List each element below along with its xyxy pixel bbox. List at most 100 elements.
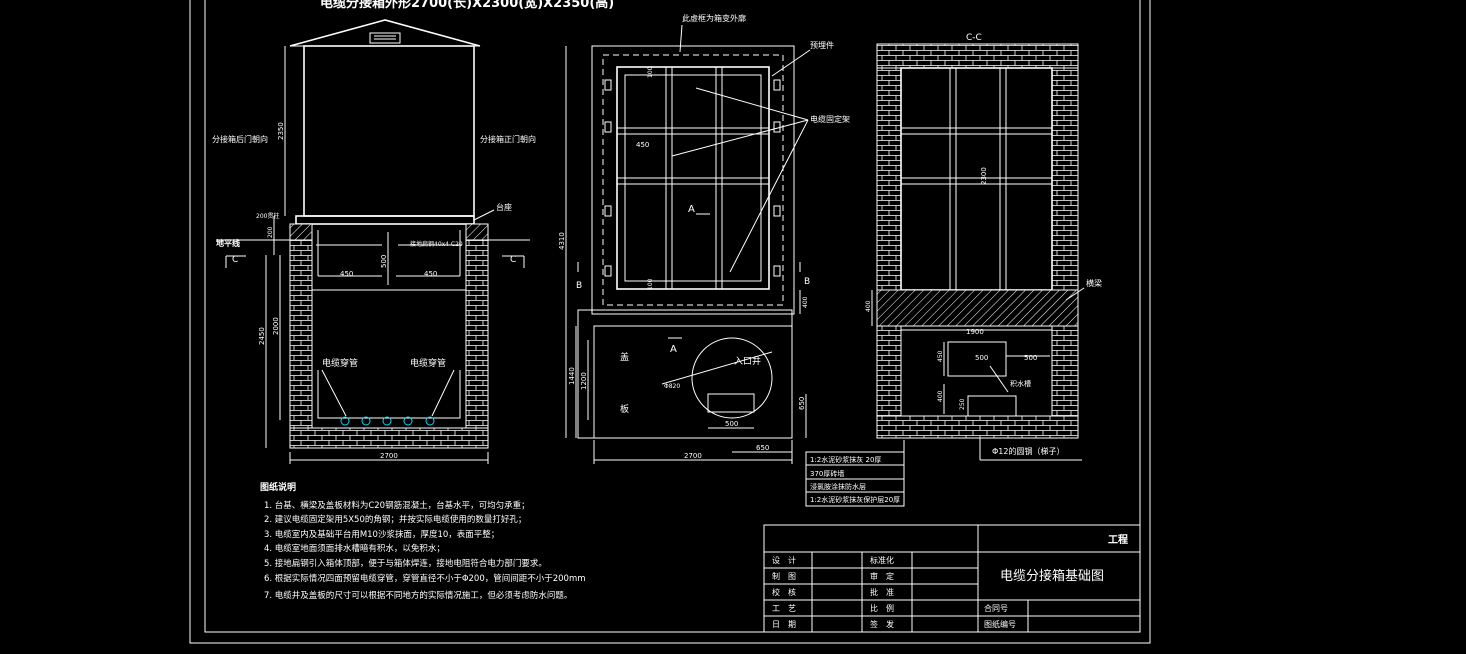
- svg-text:比 例: 比 例: [870, 603, 894, 613]
- conduit-4: [403, 416, 413, 426]
- beam-label: 横梁: [1086, 278, 1102, 288]
- svg-text:盖: 盖: [620, 351, 629, 363]
- conduit-1: [340, 416, 350, 426]
- svg-text:400: 400: [937, 390, 944, 402]
- left-brick-wall: [289, 239, 313, 449]
- svg-text:500: 500: [1024, 354, 1037, 362]
- svg-text:2700: 2700: [380, 452, 398, 460]
- svg-text:400: 400: [865, 300, 872, 312]
- sheet-inner-border: [204, 0, 1141, 633]
- material-3: 浸氯胺涂抹防水层: [810, 482, 866, 491]
- anchor-blocks: [604, 79, 781, 277]
- svg-text:2000: 2000: [272, 317, 280, 335]
- note-2: 2. 建议电缆固定架用5X50的角钢；并按实际电缆使用的数量打好孔；: [264, 514, 526, 525]
- material-2: 370厚砖墙: [810, 469, 844, 478]
- svg-text:审 定: 审 定: [870, 571, 894, 581]
- tb-contract: 合同号: [984, 603, 1008, 613]
- svg-text:C: C: [232, 255, 238, 265]
- note-1: 1. 台基、横梁及盖板材料为C20钢筋混凝土，台基水平，可均匀承重；: [264, 500, 530, 511]
- title-block: 工程 电缆分接箱基础图 设 计 标准化 制 图 审 定 校 核 批 准 工 艺 …: [763, 524, 1141, 633]
- ground-label: 地平线: [216, 238, 240, 248]
- svg-text:500: 500: [725, 420, 738, 428]
- svg-text:A: A: [670, 344, 677, 355]
- platform-label: 台座: [496, 202, 512, 212]
- svg-text:1200: 1200: [580, 372, 588, 390]
- manhole-chamber: [577, 309, 793, 439]
- svg-text:100: 100: [647, 66, 654, 78]
- fixing-label: 电缆固定架: [810, 114, 850, 124]
- svg-text:批 准: 批 准: [870, 587, 894, 597]
- section-left-wall: [876, 43, 902, 439]
- svg-text:签 发: 签 发: [870, 619, 894, 629]
- svg-text:B: B: [576, 281, 582, 291]
- svg-text:B: B: [804, 277, 810, 287]
- svg-text:400: 400: [802, 296, 809, 308]
- manhole-label: 入口井: [734, 355, 761, 367]
- svg-text:工 艺: 工 艺: [772, 604, 796, 613]
- rear-door-label: 分接箱后门朝向: [212, 134, 268, 144]
- svg-text:650: 650: [756, 444, 769, 452]
- materials-legend: 1:2水泥砂浆抹灰 20厚 370厚砖墙 浸氯胺涂抹防水层 1:2水泥砂浆抹灰保…: [805, 440, 905, 507]
- cabinet-body: [303, 45, 475, 217]
- conduit-label-left: 电缆穿管: [322, 357, 358, 369]
- section-right-wall: [1051, 43, 1079, 439]
- front-view: 2350 分接箱后门朝向 分接箱正门朝向 200贯柱 台座 地平线 接地扁钢40…: [212, 19, 536, 464]
- svg-text:板: 板: [620, 403, 629, 415]
- cabinet-outline-dashed: [602, 54, 784, 306]
- notes-heading: 图纸说明: [260, 481, 296, 493]
- svg-text:4310: 4310: [558, 232, 566, 250]
- svg-text:标准化: 标准化: [870, 555, 894, 565]
- conduit-label-right: 电缆穿管: [410, 357, 446, 369]
- tb-project: 工程: [1108, 533, 1128, 546]
- note-6: 6. 根据实际情况四面预留电缆穿管，穿管直径不小于Φ200，管间间距不小于200…: [264, 573, 586, 584]
- conduit-2: [361, 416, 371, 426]
- plan-view: 此虚框为箱变外廓 预埋件 电缆固定架 100 450 100 A B B 431…: [558, 13, 850, 464]
- svg-text:日 期: 日 期: [772, 620, 796, 629]
- svg-text:1440: 1440: [568, 367, 576, 385]
- svg-text:450: 450: [340, 270, 353, 278]
- svg-text:Φ820: Φ820: [664, 383, 680, 390]
- roof-vent: [369, 32, 401, 44]
- sheet-outer-border: [189, 0, 1151, 644]
- svg-text:设 计: 设 计: [772, 555, 796, 565]
- svg-text:500: 500: [975, 354, 988, 362]
- material-4: 1:2水泥砂浆抹灰保护层20厚: [810, 495, 900, 504]
- svg-text:200贯柱: 200贯柱: [256, 212, 279, 220]
- section-title: C-C: [966, 33, 982, 43]
- svg-text:250: 250: [959, 398, 966, 410]
- conduit-3: [382, 416, 392, 426]
- svg-text:2450: 2450: [258, 327, 266, 345]
- note-4: 4. 电缆室地面须面排水槽暗有积水，以免积水；: [264, 543, 445, 554]
- rebar-label: Φ12的圆钢（梯子）: [992, 446, 1064, 456]
- svg-text:450: 450: [937, 350, 944, 362]
- right-brick-wall: [465, 239, 489, 449]
- notes: 图纸说明 1. 台基、横梁及盖板材料为C20钢筋混凝土，台基水平，可均匀承重； …: [260, 481, 586, 601]
- svg-text:1900: 1900: [966, 328, 984, 336]
- sump-label: 积水槽: [1010, 379, 1031, 388]
- svg-text:450: 450: [636, 141, 649, 149]
- svg-text:2700: 2700: [684, 452, 702, 460]
- front-roof: [289, 19, 481, 47]
- outline-note: 此虚框为箱变外廓: [682, 13, 746, 23]
- svg-text:接地扁钢40x4 C20: 接地扁钢40x4 C20: [410, 240, 463, 248]
- svg-text:制 图: 制 图: [772, 571, 796, 581]
- svg-text:2300: 2300: [980, 167, 988, 185]
- svg-text:A: A: [688, 204, 695, 215]
- drawing-title: 电缆分接箱外形2700(长)X2300(宽)X2350(高): [320, 0, 614, 11]
- anchor-label: 预埋件: [810, 40, 834, 50]
- svg-text:650: 650: [798, 397, 806, 410]
- material-1: 1:2水泥砂浆抹灰 20厚: [810, 455, 881, 464]
- svg-text:2350: 2350: [277, 122, 285, 140]
- plan-outer-frame: [591, 45, 795, 315]
- svg-text:C: C: [510, 255, 516, 265]
- tb-drawing-no: 图纸编号: [984, 619, 1016, 629]
- conduit-5: [425, 416, 435, 426]
- svg-text:450: 450: [424, 270, 437, 278]
- svg-text:100: 100: [647, 278, 654, 290]
- cross-beam: [876, 289, 1079, 327]
- note-3: 3. 电缆室内及基础平台用M10沙浆抹面，厚度10，表面平整；: [264, 529, 499, 540]
- front-door-label: 分接箱正门朝向: [480, 134, 536, 144]
- svg-text:200: 200: [267, 226, 274, 238]
- svg-text:校 核: 校 核: [772, 587, 796, 597]
